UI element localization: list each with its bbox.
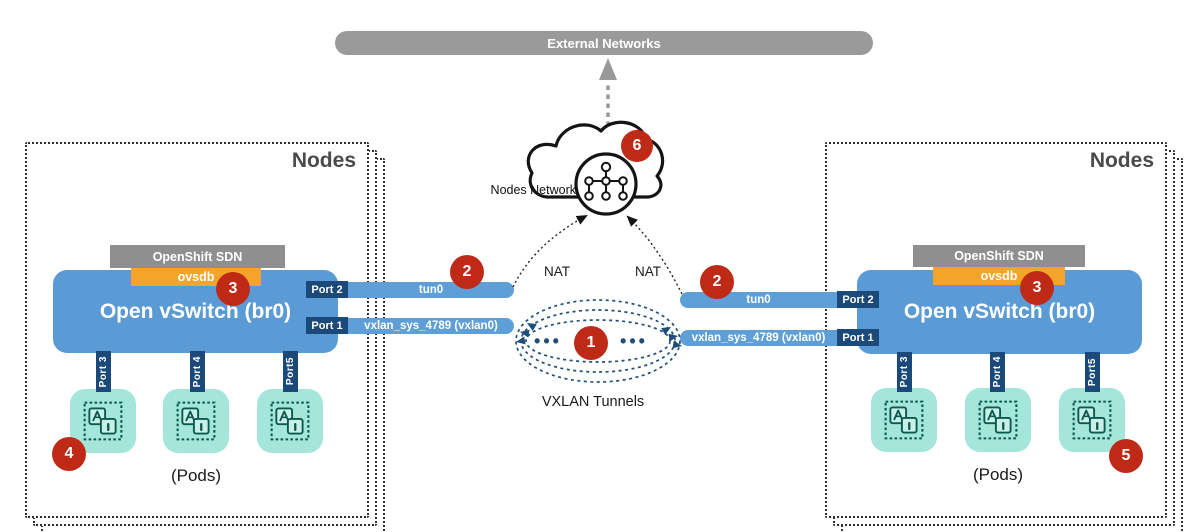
cloud-to-external-arrow xyxy=(599,58,617,126)
container-app-icon xyxy=(83,401,123,441)
left-node-title: Nodes xyxy=(291,149,356,172)
right-openshift-sdn-label: OpenShift SDN xyxy=(954,249,1044,263)
left-port5-tab: Port5 xyxy=(283,351,298,392)
right-openshift-sdn-bar: OpenShift SDN xyxy=(913,245,1085,267)
left-pod-3 xyxy=(257,389,323,453)
external-networks-bar: External Networks xyxy=(335,31,873,55)
external-networks-label: External Networks xyxy=(547,35,661,51)
right-ovsdb-label: ovsdb xyxy=(980,269,1018,283)
badge-2-left: 2 xyxy=(450,255,484,289)
right-pod-3 xyxy=(1059,388,1125,452)
right-port3-tab: Port 3 xyxy=(897,352,912,392)
vxlan-tunnels-label: VXLAN Tunnels xyxy=(541,394,645,410)
badge-3-right: 3 xyxy=(1020,271,1054,305)
container-app-icon xyxy=(270,401,310,441)
left-nat-label: NAT xyxy=(544,264,570,279)
left-ovsdb-label: ovsdb xyxy=(177,270,215,284)
badge-2-right: 2 xyxy=(700,265,734,299)
left-pods-label: (Pods) xyxy=(170,466,222,485)
right-pods-label: (Pods) xyxy=(972,465,1024,484)
right-open-vswitch-label: Open vSwitch (br0) xyxy=(903,300,1096,323)
left-pod-1 xyxy=(70,389,136,453)
container-app-icon xyxy=(176,401,216,441)
right-pod-1 xyxy=(871,388,937,452)
right-port1-tab: Port 1 xyxy=(837,329,879,346)
nodes-network-label: Nodes Network xyxy=(490,183,576,197)
right-vxlan-bar: vxlan_sys_4789 (vxlan0) xyxy=(680,330,837,346)
right-node-title: Nodes xyxy=(1089,149,1154,172)
tunnel-dots-right: ••• xyxy=(620,331,648,351)
right-pod-2 xyxy=(965,388,1031,452)
left-port2-tab: Port 2 xyxy=(306,281,348,298)
badge-3-left: 3 xyxy=(216,272,250,306)
left-port4-tab: Port 4 xyxy=(190,351,205,392)
container-app-icon xyxy=(1072,400,1112,440)
left-port3-tab: Port 3 xyxy=(96,351,111,392)
left-port1-tab: Port 1 xyxy=(306,317,348,334)
badge-1: 1 xyxy=(574,326,608,360)
container-app-icon xyxy=(884,400,924,440)
right-port4-tab: Port 4 xyxy=(990,352,1005,392)
badge-6: 6 xyxy=(621,130,653,162)
right-port5-tab: Port5 xyxy=(1085,352,1100,392)
left-tun0-bar: tun0 xyxy=(348,282,514,298)
left-openshift-sdn-label: OpenShift SDN xyxy=(152,249,243,264)
badge-4: 4 xyxy=(52,437,86,471)
container-app-icon xyxy=(978,400,1018,440)
tunnel-dots-left: ••• xyxy=(534,331,562,351)
right-port2-tab: Port 2 xyxy=(837,291,879,308)
right-nat-curve xyxy=(626,215,683,295)
right-open-vswitch-box: Open vSwitch (br0) xyxy=(857,270,1142,354)
right-nat-label: NAT xyxy=(635,264,661,279)
right-tun0-bar: tun0 xyxy=(680,292,837,308)
left-openshift-sdn-bar: OpenShift SDN xyxy=(110,245,285,268)
network-topology-glyph xyxy=(584,161,628,201)
badge-5: 5 xyxy=(1109,439,1143,473)
left-open-vswitch-box: Open vSwitch (br0) xyxy=(53,270,338,353)
left-open-vswitch-label: Open vSwitch (br0) xyxy=(99,299,292,323)
left-vxlan-bar: vxlan_sys_4789 (vxlan0) xyxy=(348,318,514,334)
left-pod-2 xyxy=(163,389,229,453)
